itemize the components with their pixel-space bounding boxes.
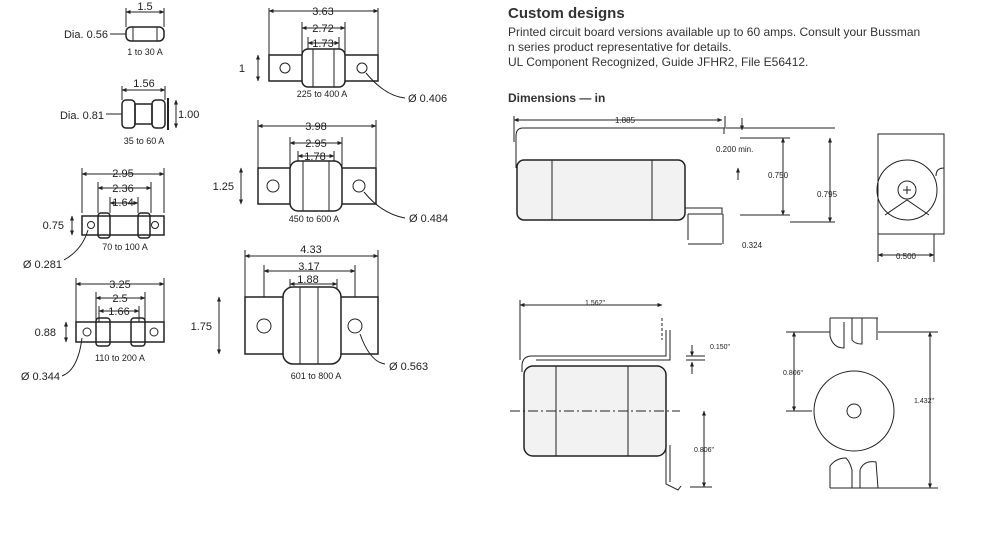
ampere-range: 1 to 30 A	[127, 47, 163, 57]
dim-height: 1.75	[191, 321, 212, 333]
dim-mid: 2.95	[305, 138, 326, 150]
dim-top-h2: 0.795	[817, 190, 838, 199]
dim-mid: 3.17	[298, 261, 319, 273]
pcb-fuse-top-side-view	[513, 116, 835, 245]
dim-body: 1.88	[297, 274, 318, 286]
fuse-drawing-35to60	[106, 86, 178, 130]
dim-hole: Ø 0.563	[389, 361, 428, 373]
dim-bottom-tab: 0.150"	[710, 344, 731, 351]
dimensions-title: Dimensions — in	[508, 91, 606, 105]
pcb-fuse-bottom-end-view	[786, 317, 938, 489]
pcb-fuse-bottom-side-view	[510, 300, 712, 491]
dim-top-min: 0.200 min.	[716, 145, 753, 154]
dim-body: 1.78	[304, 151, 325, 163]
dim-bottom-length: 1.562"	[585, 300, 606, 307]
dim-body: 1.73	[312, 38, 333, 50]
dim-bottom-height: 0.806"	[694, 447, 715, 454]
dim-body: 1.64	[112, 197, 133, 209]
fuse-drawing-450to600	[239, 120, 406, 219]
fuse-drawing-1to30	[110, 8, 165, 42]
dim-mid: 2.72	[312, 23, 333, 35]
ampere-range: 225 to 400 A	[297, 89, 348, 99]
dim-height: 1.00	[178, 109, 199, 121]
description: Printed circuit board versions available…	[508, 25, 968, 70]
dim-hole: Ø 0.484	[409, 213, 448, 225]
dim-overall: 3.25	[109, 279, 130, 291]
dim-length: 1.5	[137, 1, 152, 13]
dim-mid: 2.36	[112, 183, 133, 195]
fuse-drawing-225to400	[256, 8, 406, 99]
description-line: Printed circuit board versions available…	[508, 25, 921, 39]
ampere-range: 35 to 60 A	[124, 136, 165, 146]
dim-top-h1: 0.750	[768, 171, 789, 180]
dim-hole: Ø 0.406	[408, 93, 447, 105]
fuse-drawing-601to800	[217, 250, 386, 365]
dim-overall: 3.98	[305, 121, 326, 133]
dim-length: 1.56	[133, 78, 154, 90]
dim-overall: 2.95	[112, 168, 133, 180]
dim-hole: Ø 0.344	[21, 371, 60, 383]
dim-height: 1.25	[213, 181, 234, 193]
ampere-range: 601 to 800 A	[291, 371, 342, 381]
dim-top-length: 1.885	[615, 116, 636, 125]
ampere-range: 70 to 100 A	[102, 242, 148, 252]
ampere-range: 450 to 600 A	[289, 214, 340, 224]
fuse-drawing-110to200	[61, 278, 165, 377]
dim-height: 0.75	[43, 220, 64, 232]
section-title: Custom designs	[508, 5, 625, 22]
description-line: n series product representative for deta…	[508, 40, 732, 54]
dim-bottom-side-height: 0.806"	[783, 370, 804, 377]
dim-top-width: 0.500	[896, 252, 917, 261]
pcb-fuse-top-end-view	[876, 133, 945, 262]
dim-overall: 4.33	[300, 244, 321, 256]
dim-bottom-side-total: 1.432"	[914, 398, 935, 405]
dim-diameter: Dia. 0.56	[64, 29, 108, 41]
dim-overall: 3.63	[312, 6, 333, 18]
dim-height: 0.88	[35, 327, 56, 339]
dim-height: 1	[239, 63, 245, 75]
description-line: UL Component Recognized, Guide JFHR2, Fi…	[508, 55, 809, 69]
dim-top-lead: 0.324	[742, 241, 763, 250]
dim-mid: 2.5	[112, 293, 127, 305]
dim-body: 1.66	[108, 306, 129, 318]
ampere-range: 110 to 200 A	[95, 353, 145, 363]
dim-diameter: Dia. 0.81	[60, 110, 104, 122]
fuse-drawing-70to100	[63, 168, 165, 261]
dim-hole: Ø 0.281	[23, 259, 62, 271]
